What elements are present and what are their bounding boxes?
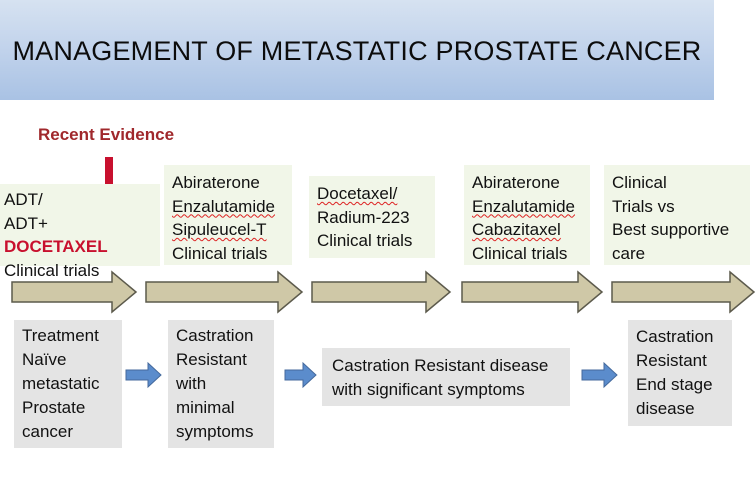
treatment-line: care [612,243,646,263]
stage-line: minimal [176,398,235,417]
stage-line: Castration [636,327,714,346]
treatment-line: Radium-223 [317,207,410,227]
treatment-box-4: Abiraterone Enzalutamide Cabazitaxel Cli… [464,165,590,265]
stage-line: Naïve [22,350,67,369]
treatment-line: Clinical trials [472,243,568,263]
treatment-line: ADT/ [4,190,43,209]
stage-line: Prostate [22,398,86,417]
title-banner [0,0,714,100]
treatment-line: Cabazitaxel [472,220,561,239]
timeline-arrow-2 [145,270,304,314]
timeline-arrow-3 [311,270,452,314]
stage-line: disease [636,399,695,418]
stage-box-1: Treatment Naïve metastatic Prostate canc… [14,320,122,448]
recent-evidence-label: Recent Evidence [38,125,175,144]
stage-box-3: Castration Resistant disease with signif… [322,348,570,406]
treatment-line: Clinical trials [172,243,268,263]
stage-arrow-3-icon [581,361,618,389]
treatment-line: Best supportive [612,220,730,239]
treatment-line: Abiraterone [472,173,560,192]
treatment-line: Clinical [612,173,667,192]
treatment-line: Clinical trials [4,260,100,280]
timeline-arrows [11,270,756,314]
stage-line: Treatment [22,326,99,345]
treatment-line: Enzalutamide [472,196,576,216]
treatment-line: ADT+ DOCETAXEL [4,213,108,257]
treatment-line: Enzalutamide [172,196,276,216]
timeline-arrow-1 [11,270,138,314]
stage-arrows [125,361,618,389]
stage-line: Castration Resistant disease [332,356,549,375]
treatment-line: Clinical trials [317,231,413,250]
stage-line: End stage [636,375,713,394]
treatment-line: Sipuleucel-T [172,220,267,239]
timeline-arrow-5 [611,270,756,314]
stage-line: Castration [176,326,254,345]
stage-arrow-1-icon [125,361,162,389]
stage-arrow-2-icon [284,361,317,389]
docetaxel-highlight: DOCETAXEL [4,237,108,256]
stage-line: with [176,374,207,393]
treatment-line: Docetaxel/ [317,184,398,203]
stage-line: cancer [22,422,74,441]
stage-line: with significant symptoms [332,380,525,399]
treatment-line: Trials vs [612,196,675,216]
treatment-box-5: Clinical Trials vs Best supportive care [604,165,750,265]
treatment-box-3: Docetaxel/ Radium-223 Clinical trials [309,176,435,258]
stage-line: Resistant [636,351,707,370]
stage-box-2: Castration Resistant with minimal sympto… [168,320,274,448]
stage-box-4: Castration Resistant End stage disease [628,320,732,426]
treatment-line: Abiraterone [172,173,260,192]
page-title: MANAGEMENT OF METASTATIC PROSTATE CANCER [12,36,702,66]
treatment-box-2: Abiraterone Enzalutamide Sipuleucel-T Cl… [164,165,292,265]
stage-line: Resistant [176,350,247,369]
treatment-box-1: ADT/ ADT+ DOCETAXEL Clinical trials [0,184,160,280]
stage-line: metastatic [22,374,100,393]
stage-line: symptoms [176,422,254,441]
timeline-arrow-4 [461,270,604,314]
